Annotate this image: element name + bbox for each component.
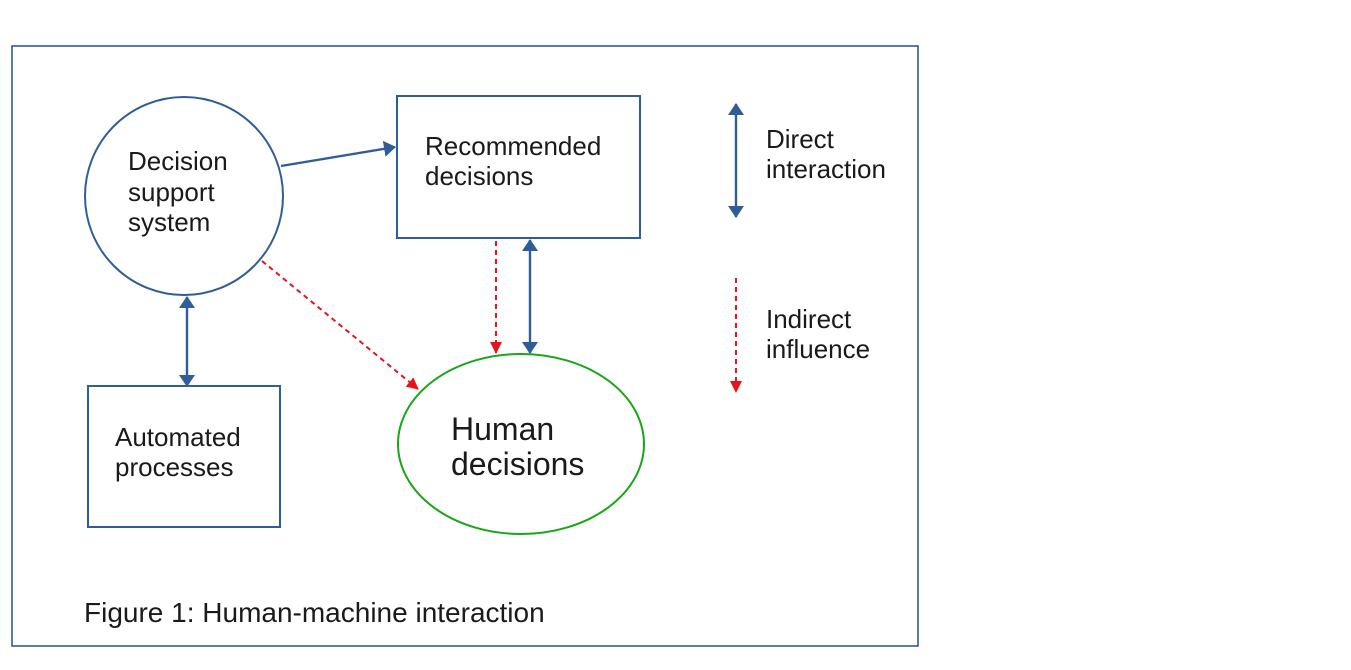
recommended-decisions-node: [396, 95, 641, 239]
decision-support-system-node: [84, 96, 284, 296]
decision-support-system-label-1: Decision: [128, 146, 228, 176]
human-decisions-node: [397, 353, 645, 535]
figure-caption: Figure 1: Human-machine interaction: [84, 597, 545, 628]
legend-indirect-label-1: Indirect: [766, 304, 852, 334]
human-decisions-label-1: Human: [451, 411, 554, 447]
decision-support-system-label-2: support: [128, 177, 215, 207]
edge-dss-human-indirect: [261, 260, 419, 390]
automated-processes-label-1: Automated: [115, 422, 241, 452]
automated-processes-label-2: processes: [115, 452, 234, 482]
recommended-decisions-label-1: Recommended: [425, 131, 601, 161]
decision-support-system-label-3: system: [128, 207, 210, 237]
legend-indirect-label-2: influence: [766, 334, 870, 364]
edge-dss-to-recommended: [280, 140, 396, 168]
legend-direct-label-2: interaction: [766, 154, 886, 184]
legend-direct-label-1: Direct: [766, 124, 835, 154]
recommended-decisions-label-2: decisions: [425, 161, 533, 191]
human-decisions-label-2: decisions: [451, 446, 584, 482]
figure-frame: [11, 45, 919, 647]
